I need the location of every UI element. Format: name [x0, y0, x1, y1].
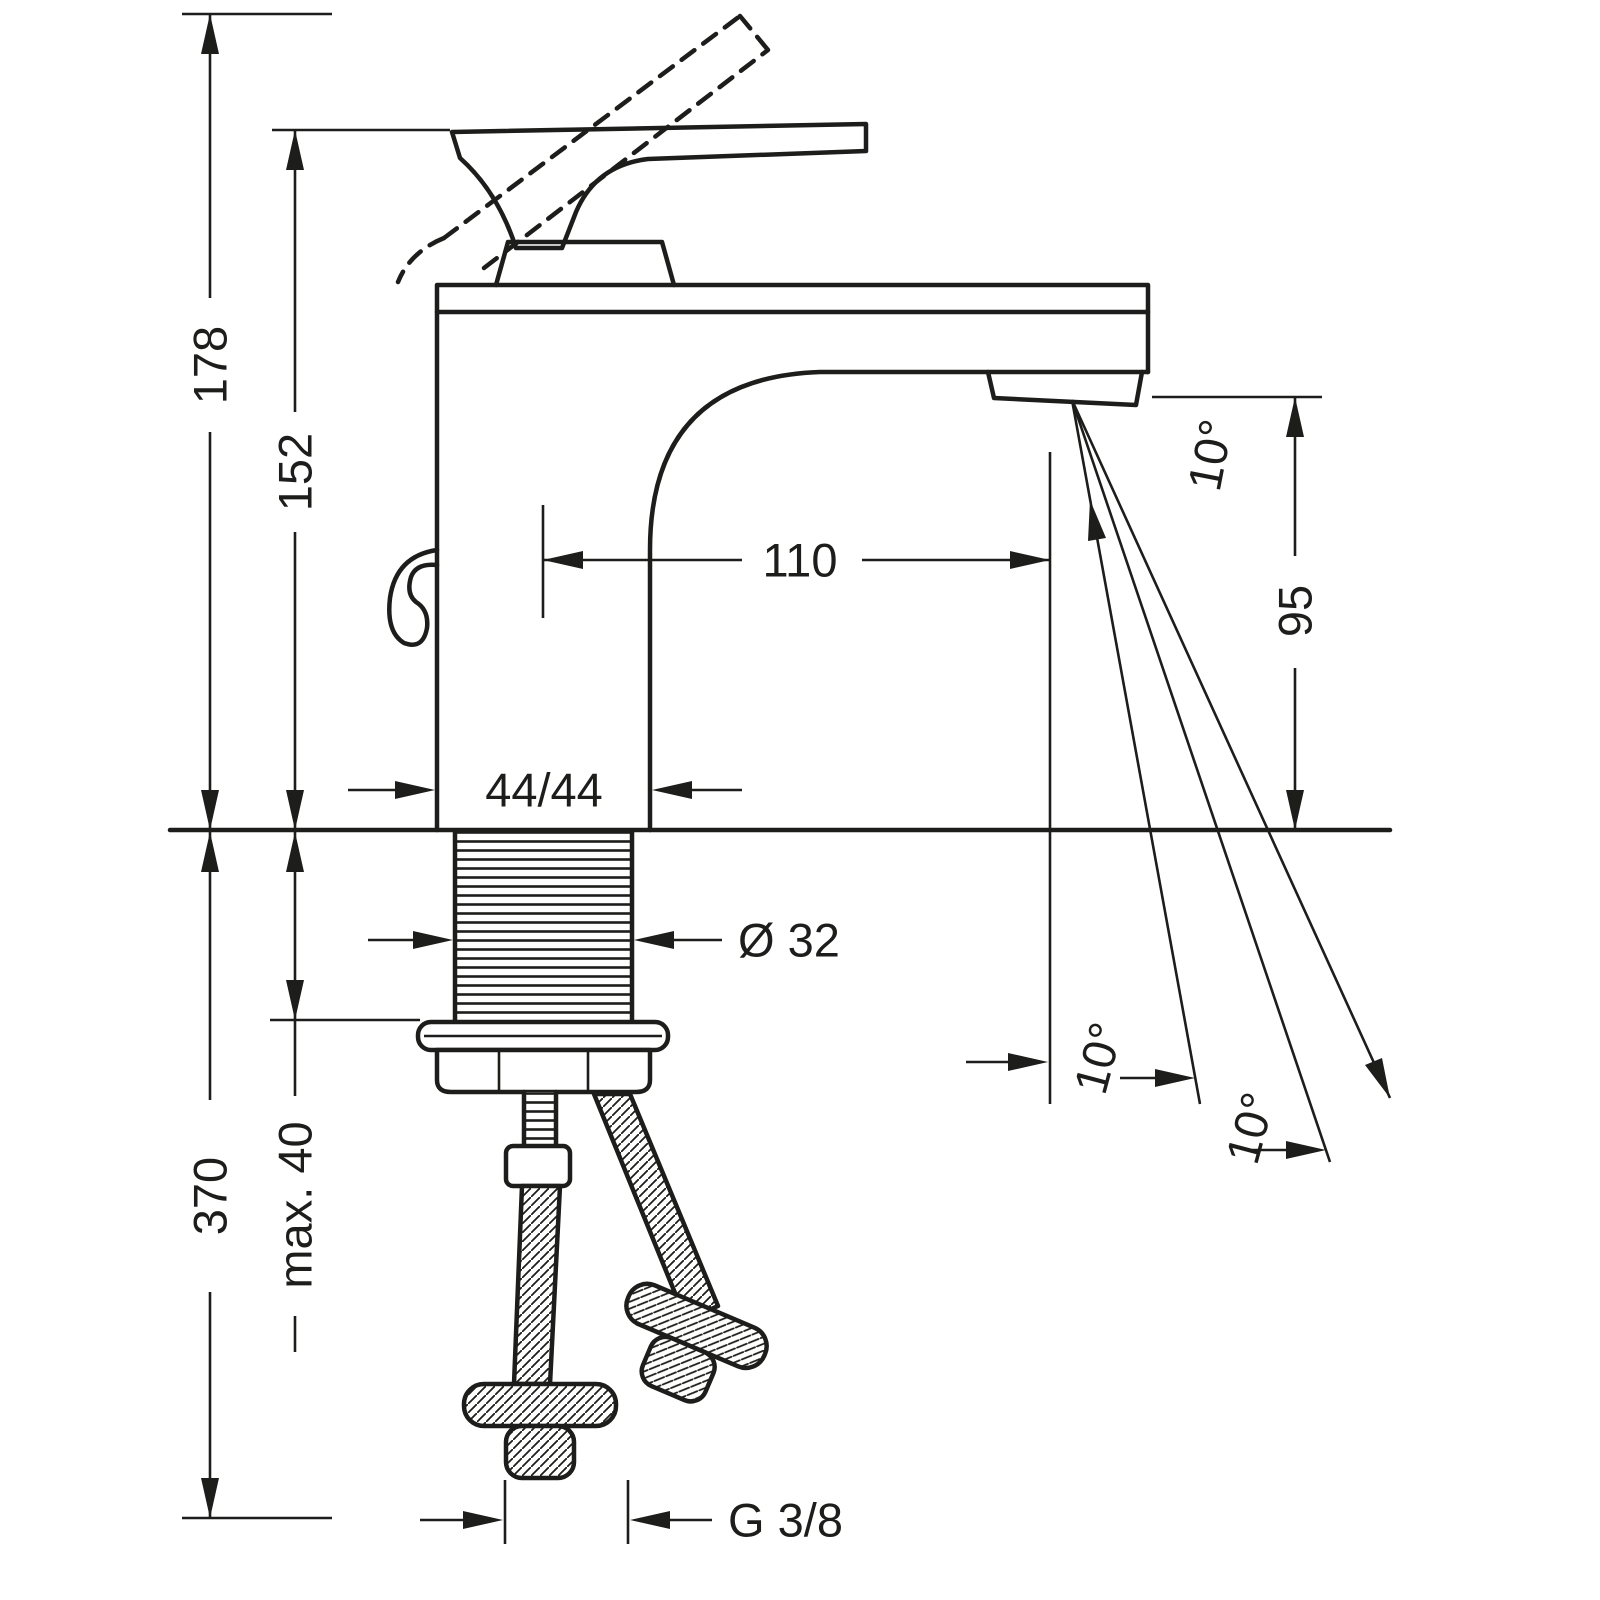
- hose-left-fitting-bar: [461, 1381, 619, 1429]
- under-counter-assembly: [415, 829, 769, 1481]
- dim-shank-diameter: Ø 32: [368, 914, 840, 967]
- arrowhead: [1286, 790, 1304, 830]
- arrowhead: [630, 1511, 670, 1529]
- arrowhead: [201, 790, 219, 830]
- spout-underside: [647, 369, 1151, 833]
- arrowhead: [1088, 500, 1106, 541]
- faucet-body: [387, 13, 1151, 833]
- angle-label-lower-left: 10°: [1063, 1017, 1133, 1099]
- supply-hose-right: [591, 1091, 721, 1323]
- arrowhead: [286, 832, 304, 872]
- dim-total-height: 178: [182, 12, 332, 830]
- arrowhead: [652, 781, 692, 799]
- dim-label-diameter-32: Ø 32: [738, 914, 840, 967]
- arrowhead: [1010, 551, 1050, 569]
- dim-body-width: 44/44: [348, 764, 742, 817]
- angle-label-upper: 10°: [1177, 415, 1243, 495]
- body-and-spout-outline: [434, 282, 1151, 833]
- hose-left-fitting-boss: [503, 1423, 577, 1481]
- dim-label-152: 152: [269, 433, 322, 511]
- spray-line-middle: [1070, 399, 1332, 1163]
- hose-right-fitting-boss: [639, 1334, 717, 1404]
- handle-raised-tip: [737, 13, 771, 53]
- dim-connection-thread: G 3/8: [420, 1480, 843, 1547]
- dim-label-4444: 44/44: [485, 764, 603, 817]
- arrowhead: [286, 790, 304, 830]
- stud-nut: [503, 1143, 573, 1189]
- dim-label-178: 178: [184, 326, 237, 404]
- arrowhead: [1286, 397, 1304, 437]
- supply-hose-left: [511, 1183, 563, 1387]
- dim-label-95: 95: [1269, 585, 1322, 637]
- angle-label-lower-right: 10°: [1215, 1087, 1285, 1169]
- dim-under-counter-length: 370: [182, 832, 332, 1520]
- dim-outlet-height: 95: [1152, 395, 1322, 830]
- arrowhead: [1008, 1053, 1048, 1071]
- arrowhead: [1155, 1069, 1195, 1087]
- dim-label-370: 370: [184, 1157, 237, 1235]
- hose-right-fitting: [624, 1281, 769, 1404]
- arrowhead: [1286, 1141, 1326, 1159]
- arrowhead: [201, 832, 219, 872]
- arrowhead: [201, 1478, 219, 1518]
- arrowhead: [413, 931, 453, 949]
- dim-spout-reach: 110: [541, 505, 1050, 618]
- arrowhead: [395, 781, 435, 799]
- handle-mount: [493, 239, 677, 288]
- dim-label-max40: max. 40: [269, 1121, 322, 1288]
- arrowhead: [463, 1511, 503, 1529]
- arrowhead: [1365, 1058, 1390, 1098]
- arrowhead: [201, 14, 219, 54]
- arrowhead: [286, 980, 304, 1020]
- arrowhead: [543, 551, 583, 569]
- arrowhead: [634, 931, 674, 949]
- arrowhead: [286, 130, 304, 170]
- spray-angle-construction: 10° 10° 10°: [966, 399, 1392, 1169]
- dim-label-110: 110: [763, 534, 838, 587]
- dim-label-g38: G 3/8: [728, 1494, 843, 1547]
- mounting-nut: [434, 1047, 653, 1095]
- handle-raised-pivot-sweep: [395, 235, 447, 285]
- handle-lever: [449, 121, 869, 251]
- popup-drain-lever: [387, 547, 440, 647]
- aerator: [985, 369, 1145, 408]
- dim-max-deck-thickness: max. 40: [269, 832, 420, 1352]
- dim-spout-body-height: 152: [269, 128, 450, 830]
- handle-raised-top-edge: [441, 13, 743, 241]
- threaded-stud: [524, 1092, 556, 1148]
- threaded-shank: [455, 832, 632, 1022]
- handle-raised-bottom-edge: [481, 47, 771, 271]
- spray-line-outer: [1070, 399, 1392, 1099]
